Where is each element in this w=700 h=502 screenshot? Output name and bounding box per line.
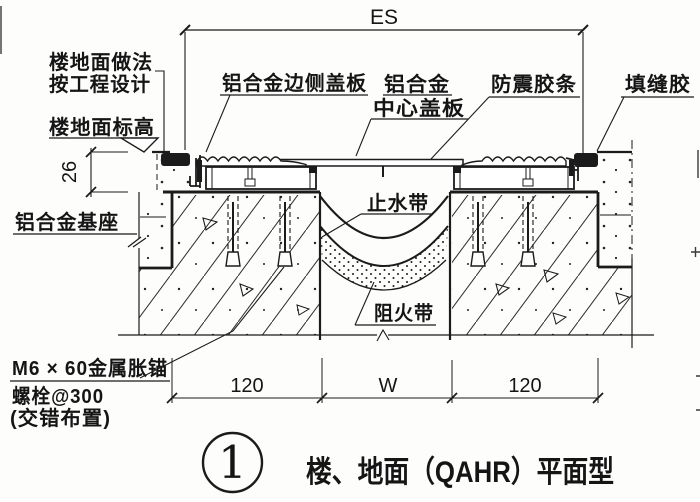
scan-artifacts (0, 6, 700, 411)
section-bottom-edge (118, 328, 654, 342)
aluminum-base-channel-right (453, 166, 575, 190)
figure-title: 1 楼、地面（QAHR）平面型 (201, 431, 614, 494)
dim-26-text: 26 (59, 161, 81, 183)
label-center-cover-plate-2: 中心盖板 (373, 96, 465, 120)
label-joint-sealant: 填缝胶 (625, 72, 691, 96)
aluminum-base-channel-left (205, 166, 317, 190)
sealant-blob-left (161, 153, 190, 166)
label-side-cover-plate: 铝合金边侧盖板 (222, 71, 367, 95)
concrete-right-block (452, 140, 633, 348)
figure-title-text: 楼、地面（QAHR）平面型 (306, 455, 614, 489)
label-anchor-1: M6 × 60金属胀锚 (12, 356, 168, 380)
label-rubber-strip: 防震胶条 (491, 72, 577, 96)
dimension-bottom: 120 W 120 (166, 358, 604, 404)
label-floor-construction-1: 楼地面做法 (49, 50, 153, 74)
expansion-joint-gap (318, 192, 452, 340)
label-aluminum-base: 铝合金基座 (15, 210, 119, 234)
dim-es-text: ES (370, 6, 398, 29)
label-fire-barrier: 阻火带 (374, 302, 434, 325)
labels: 楼地面做法 按工程设计 楼地面标高 铝合金基座 铝合金边侧盖板 铝合金 中心盖板… (10, 50, 694, 430)
aluminum-assembly (161, 153, 598, 194)
elevation-mark (118, 137, 160, 153)
label-center-cover-plate-1: 铝合金 (384, 72, 450, 96)
anchor-bolt-4 (520, 196, 536, 267)
dimension-26: 26 (59, 146, 128, 198)
label-waterstop: 止水带 (367, 192, 429, 215)
dimension-es: ES (179, 6, 589, 156)
dim-120-left: 120 (230, 375, 263, 397)
label-anchor-2: 螺栓@300 (12, 384, 104, 408)
dim-120-right: 120 (508, 375, 541, 397)
label-floor-construction-2: 按工程设计 (49, 72, 151, 96)
fire-barrier-band (320, 226, 448, 291)
anchor-bolt-1 (225, 196, 241, 267)
label-anchor-3: (交错布置) (10, 406, 111, 430)
detail-number-circle (201, 431, 264, 494)
side-cover-plate-left (196, 156, 307, 167)
edge-profile-left (189, 155, 202, 188)
detail-number: 1 (218, 436, 247, 489)
label-floor-level: 楼地面标高 (49, 115, 155, 139)
anchor-bolts (225, 196, 536, 267)
anchor-bolt-3 (470, 196, 486, 267)
side-cover-plate-right (461, 156, 567, 167)
sealant-blob-right (574, 153, 598, 167)
anchor-bolt-2 (277, 196, 293, 267)
dim-w: W (379, 375, 398, 397)
